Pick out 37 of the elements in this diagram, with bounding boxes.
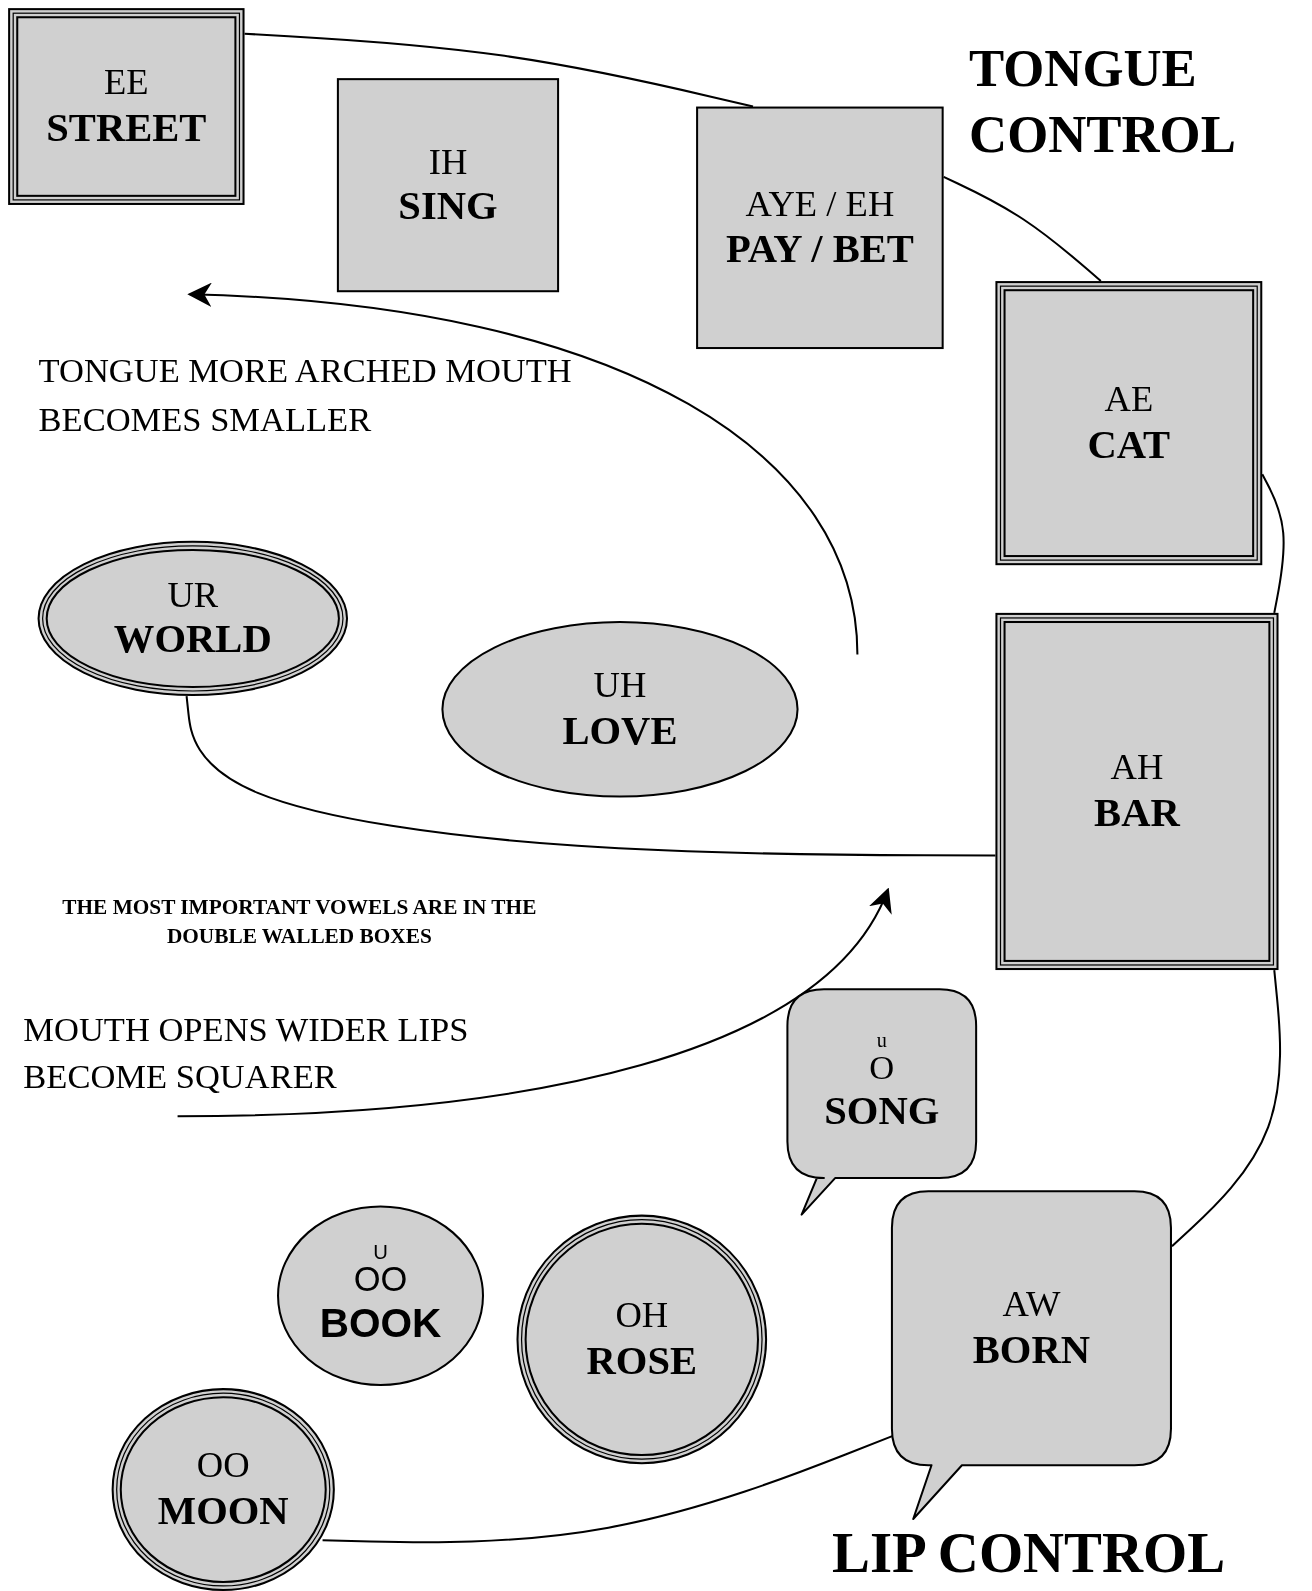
example-word: STREET [46,104,207,151]
vowel-sound: AE [1104,378,1154,421]
direction-note: MOUTH OPENS WIDER LIPS BECOME SQUARER [23,1009,470,1097]
vowel-sound: AW [1002,1283,1061,1326]
example-word: LOVE [562,706,678,754]
vowel-sound: AH [1110,747,1164,790]
vowel-sound: IH [428,140,468,183]
connector-line [1171,969,1282,1248]
connector-line [322,1435,894,1544]
vowel-sound: EE [104,62,149,105]
example-word: CAT [1087,420,1171,468]
section-heading: TONGUE CONTROL [969,38,1237,166]
vowel-sound: UR [167,574,219,617]
example-word: BOOK [319,1299,442,1347]
example-word: ROSE [586,1337,698,1384]
example-word: MOON [157,1487,289,1534]
section-heading: LIP CONTROL [832,1522,1227,1585]
vowel-sound: OH [615,1295,669,1338]
vowel-sound: OO [196,1445,250,1488]
connector-line [185,695,996,857]
example-word: BAR [1094,789,1180,836]
example-word: SONG [824,1087,940,1134]
connector-line [244,32,754,108]
vowel-sound: AYE / EH [745,183,895,226]
example-word: BORN [972,1325,1091,1373]
note-text: THE MOST IMPORTANT VOWELS ARE IN THE DOUBLE WALLED BOXES [61,893,538,951]
vowel-sound: O [869,1047,895,1088]
example-word: WORLD [113,616,272,663]
connector-line [1261,473,1285,614]
direction-note: TONGUE MORE ARCHED MOUTH BECOMES SMALLER [38,350,573,441]
vowel-sound: OO [353,1259,408,1300]
accent-mark: U [373,1245,388,1260]
example-word: SING [398,182,498,230]
connector-line [943,175,1102,282]
accent-mark: u [876,1033,887,1048]
example-word: PAY / BET [725,225,914,273]
vowel-sound: UH [593,664,647,707]
